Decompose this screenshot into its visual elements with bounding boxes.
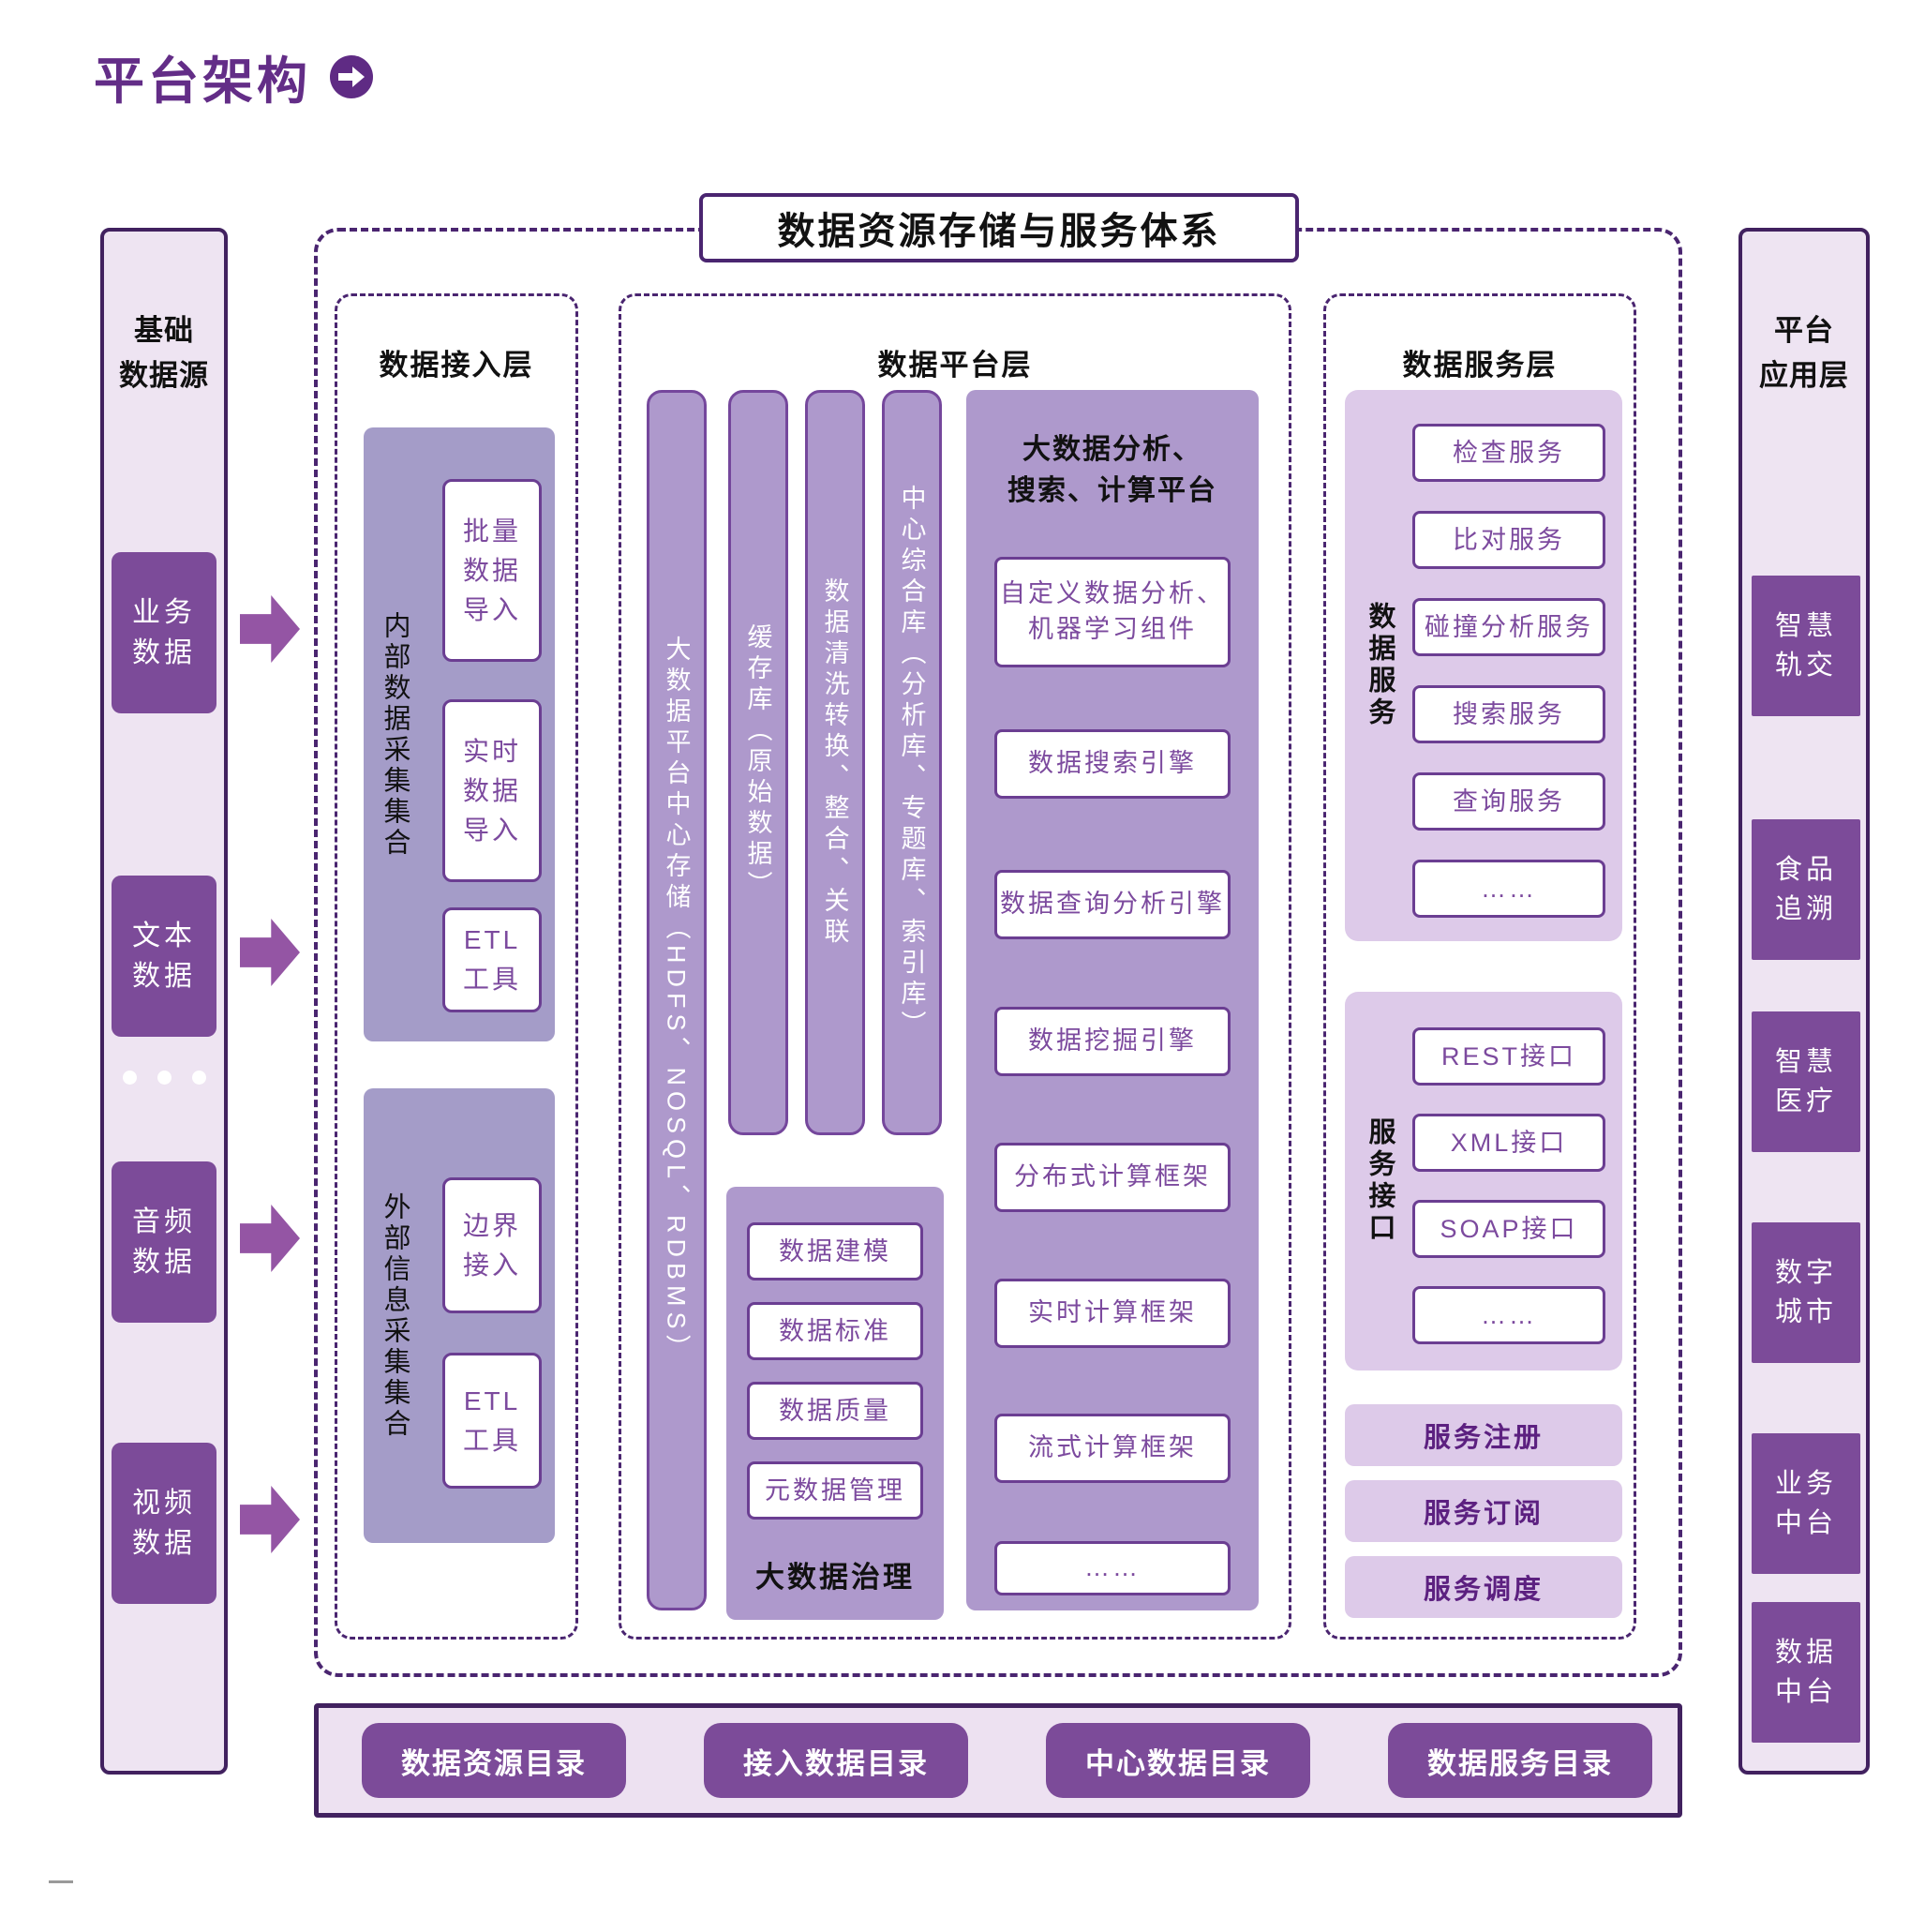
flow-arrow-icon: [240, 1486, 300, 1553]
service-interface-group: 服务接口 REST接口 XML接口 SOAP接口 ……: [1345, 992, 1622, 1370]
inspection-service-box: 检查服务: [1412, 424, 1605, 482]
flow-arrow-icon: [240, 919, 300, 986]
cache-db-bar: 缓存库（原始数据）: [728, 390, 788, 1135]
page-title-row: 平台架构: [94, 39, 373, 113]
governance-label: 大数据治理: [755, 1561, 915, 1594]
realtime-computing-box: 实时计算框架: [994, 1279, 1231, 1348]
service-layer-header: 数据服务层: [1402, 349, 1558, 382]
search-service-box: 搜索服务: [1412, 685, 1605, 743]
app-item-business-middle-platform: 业务 中台: [1752, 1433, 1860, 1574]
soap-interface-box: SOAP接口: [1412, 1200, 1605, 1258]
data-platform-layer: 数据平台层 大数据平台中心存储（HDFS、NOSQL、RDBMS） 缓存库（原始…: [619, 293, 1291, 1640]
query-analysis-engine-box: 数据查询分析引擎: [994, 870, 1231, 939]
big-data-governance-group: 数据建模 数据标准 数据质量 元数据管理 大数据治理: [726, 1187, 944, 1620]
rest-interface-box: REST接口: [1412, 1027, 1605, 1086]
app-item-food-traceability: 食品 追溯: [1752, 819, 1860, 960]
app-item-data-middle-platform: 数据 中台: [1752, 1602, 1860, 1743]
source-item-text-data: 文本 数据: [112, 876, 216, 1037]
right-arrow-icon: [330, 54, 373, 98]
big-data-analysis-platform: 大数据分析、 搜索、计算平台 自定义数据分析、 机器学习组件 数据搜索引擎 数据…: [966, 390, 1259, 1610]
data-modeling-box: 数据建模: [747, 1222, 923, 1281]
platform-application-column: 平台 应用层 智慧 轨交 食品 追溯 智慧 医疗 数字 城市 业务 中台 数据 …: [1738, 228, 1870, 1775]
collision-analysis-service-box: 碰撞分析服务: [1412, 598, 1605, 656]
source-column-header: 基础 数据源: [119, 314, 209, 393]
data-cleaning-bar: 数据清洗转换、整合、关联: [805, 390, 865, 1135]
service-interface-label: 服务接口: [1365, 1117, 1395, 1245]
etl-tool-box: ETL 工具: [442, 907, 542, 1012]
internal-group-label: 内部数据采集集合: [380, 610, 410, 859]
data-mining-engine-box: 数据挖掘引擎: [994, 1007, 1231, 1076]
batch-data-import-box: 批量 数据 导入: [442, 479, 542, 662]
query-service-box: 查询服务: [1412, 772, 1605, 831]
app-item-smart-healthcare: 智慧 医疗: [1752, 1011, 1860, 1152]
platform-layer-header: 数据平台层: [877, 349, 1033, 382]
service-registration-box: 服务注册: [1345, 1404, 1622, 1466]
data-search-engine-box: 数据搜索引擎: [994, 729, 1231, 799]
page-title: 平台架构: [94, 53, 311, 110]
ellipsis-box: ……: [994, 1541, 1231, 1595]
source-item-video-data: 视频 数据: [112, 1443, 216, 1604]
flow-arrow-icon: [240, 595, 300, 663]
service-subscription-box: 服务订阅: [1345, 1480, 1622, 1542]
central-storage-bar: 大数据平台中心存储（HDFS、NOSQL、RDBMS）: [647, 390, 707, 1610]
system-title: 数据资源存储与服务体系: [699, 193, 1299, 262]
central-composite-db-bar: 中心综合库（分析库、专题库、索引库）: [882, 390, 942, 1135]
metadata-management-box: 元数据管理: [747, 1461, 923, 1520]
page-footer-mark: [49, 1880, 73, 1883]
data-service-group: 数据服务 检查服务 比对服务 碰撞分析服务 搜索服务 查询服务 ……: [1345, 390, 1622, 941]
app-item-smart-rail: 智慧 轨交: [1752, 576, 1860, 716]
access-data-catalog-button: 接入数据目录: [704, 1723, 968, 1798]
data-resource-catalog-button: 数据资源目录: [362, 1723, 626, 1798]
boundary-access-box: 边界 接入: [442, 1177, 542, 1313]
xml-interface-box: XML接口: [1412, 1114, 1605, 1172]
analysis-platform-header: 大数据分析、 搜索、计算平台: [1007, 434, 1217, 506]
data-service-layer: 数据服务层 数据服务 检查服务 比对服务 碰撞分析服务 搜索服务 查询服务 ………: [1323, 293, 1636, 1640]
service-scheduling-box: 服务调度: [1345, 1556, 1622, 1618]
ellipsis-box: ……: [1412, 860, 1605, 918]
ellipsis-dots-icon: [104, 1071, 224, 1085]
ellipsis-box: ……: [1412, 1286, 1605, 1344]
data-access-layer: 数据接入层 内部数据采集集合 批量 数据 导入 实时 数据 导入 ETL 工具 …: [335, 293, 578, 1640]
data-quality-box: 数据质量: [747, 1382, 923, 1440]
flow-arrow-icon: [240, 1205, 300, 1272]
app-column-header: 平台 应用层: [1759, 314, 1849, 393]
custom-analysis-ml-box: 自定义数据分析、 机器学习组件: [994, 557, 1231, 667]
central-data-catalog-button: 中心数据目录: [1046, 1723, 1310, 1798]
stream-computing-box: 流式计算框架: [994, 1414, 1231, 1483]
external-group-label: 外部信息采集集合: [380, 1191, 410, 1440]
comparison-service-box: 比对服务: [1412, 511, 1605, 569]
external-info-collection-group: 外部信息采集集合 边界 接入 ETL 工具: [364, 1088, 555, 1543]
internal-data-collection-group: 内部数据采集集合 批量 数据 导入 实时 数据 导入 ETL 工具: [364, 427, 555, 1041]
realtime-data-import-box: 实时 数据 导入: [442, 699, 542, 882]
data-catalog-bar: 数据资源目录 接入数据目录 中心数据目录 数据服务目录: [314, 1703, 1682, 1818]
data-service-catalog-button: 数据服务目录: [1388, 1723, 1652, 1798]
data-service-label: 数据服务: [1365, 602, 1395, 729]
access-layer-header: 数据接入层: [379, 349, 534, 382]
etl-tool-box: ETL 工具: [442, 1353, 542, 1489]
app-item-digital-city: 数字 城市: [1752, 1222, 1860, 1363]
distributed-computing-box: 分布式计算框架: [994, 1143, 1231, 1212]
source-item-business-data: 业务 数据: [112, 552, 216, 713]
basic-data-source-column: 基础 数据源 业务 数据 文本 数据 音频 数据 视频 数据: [100, 228, 228, 1775]
source-item-audio-data: 音频 数据: [112, 1161, 216, 1323]
data-standard-box: 数据标准: [747, 1302, 923, 1360]
